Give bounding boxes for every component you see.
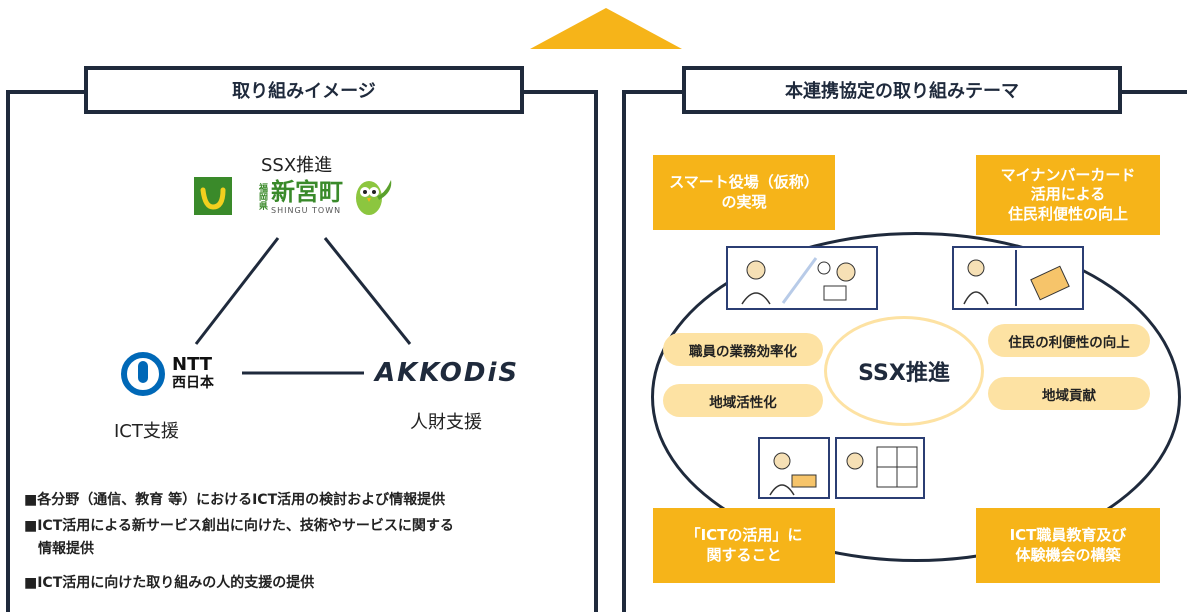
ntt-logo-text: NTT <box>172 354 213 375</box>
theme-ict-education-line2: 体験機会の構築 <box>1015 545 1121 564</box>
pill-regional-revitalization: 地域活性化 <box>663 384 823 417</box>
akkodis-logo: AKKODiS <box>375 358 520 388</box>
shingu-sub-text: SHINGU TOWN <box>271 205 342 215</box>
illustration-ict-lesson <box>758 437 830 499</box>
pill-resident-convenience: 住民の利便性の向上 <box>988 324 1150 357</box>
pill-regional-contribution: 地域貢献 <box>988 377 1150 410</box>
support-triangle-lines <box>194 237 412 375</box>
left-panel-title: 取り組みイメージ <box>84 66 524 114</box>
theme-smart-office: スマート役場（仮称） の実現 <box>653 155 835 230</box>
ssx-label: SSX推進 <box>261 155 333 176</box>
ssx-center: SSX推進 <box>824 316 984 426</box>
video-meeting-drawing-icon <box>846 446 918 488</box>
shingu-main-text: 新宮町 <box>271 177 343 206</box>
hr-support-label: 人財支援 <box>410 412 482 433</box>
ntt-emblem-icon <box>121 352 165 396</box>
ntt-logo-subtext: 西日本 <box>172 375 214 391</box>
theme-my-number-card: マイナンバーカード 活用による 住民利便性の向上 <box>976 155 1160 235</box>
theme-my-number-line2: 活用による <box>1030 185 1106 204</box>
ict-support-label: ICT支援 <box>114 421 179 442</box>
theme-ict-education: ICT職員教育及び 体験機会の構築 <box>976 508 1160 583</box>
ssx-center-label: SSX推進 <box>858 361 950 386</box>
shingu-town-logo: 福岡県 新宮町 SHINGU TOWN <box>193 172 403 220</box>
bullet-1: ■各分野（通信、教育 等）におけるICT活用の検討および情報提供 <box>24 492 446 508</box>
outer-ellipse <box>651 232 1181 562</box>
theme-smart-office-line2: の実現 <box>721 192 767 211</box>
bullet-2: ■ICT活用による新サービス創出に向けた、技術やサービスに関する <box>24 518 454 534</box>
illustration-office-staff <box>726 246 878 310</box>
prefecture-text: 福岡県 <box>257 182 267 210</box>
theme-ict-education-line1: ICT職員教育及び <box>1009 526 1127 544</box>
theme-ict-utilization-line1: 「ICTの活用」に <box>685 526 803 544</box>
theme-my-number-line3: 住民利便性の向上 <box>1007 204 1128 223</box>
right-panel-title: 本連携協定の取り組みテーマ <box>682 66 1122 114</box>
office-staff-drawing-icon <box>741 257 856 305</box>
mascot-bird-icon <box>356 180 392 215</box>
up-arrow-icon <box>530 8 682 49</box>
pill-staff-efficiency: 職員の業務効率化 <box>663 333 823 366</box>
theme-my-number-line1: マイナンバーカード <box>1000 165 1136 184</box>
illustration-video-meeting <box>835 437 925 499</box>
theme-ict-utilization: 「ICTの活用」に 関すること <box>653 508 835 583</box>
illustration-my-number <box>952 246 1084 310</box>
bullet-2-continued: 情報提供 <box>38 541 94 557</box>
shingu-emblem-icon <box>194 177 232 215</box>
theme-ict-utilization-line2: 関すること <box>706 545 782 564</box>
ict-lesson-drawing-icon <box>769 452 817 496</box>
my-number-drawing-icon <box>963 250 1070 306</box>
theme-smart-office-line1: スマート役場（仮称） <box>669 173 819 191</box>
bullet-3: ■ICT活用に向けた取り組みの人的支援の提供 <box>24 575 315 591</box>
ntt-west-logo: NTT 西日本 <box>120 350 250 398</box>
